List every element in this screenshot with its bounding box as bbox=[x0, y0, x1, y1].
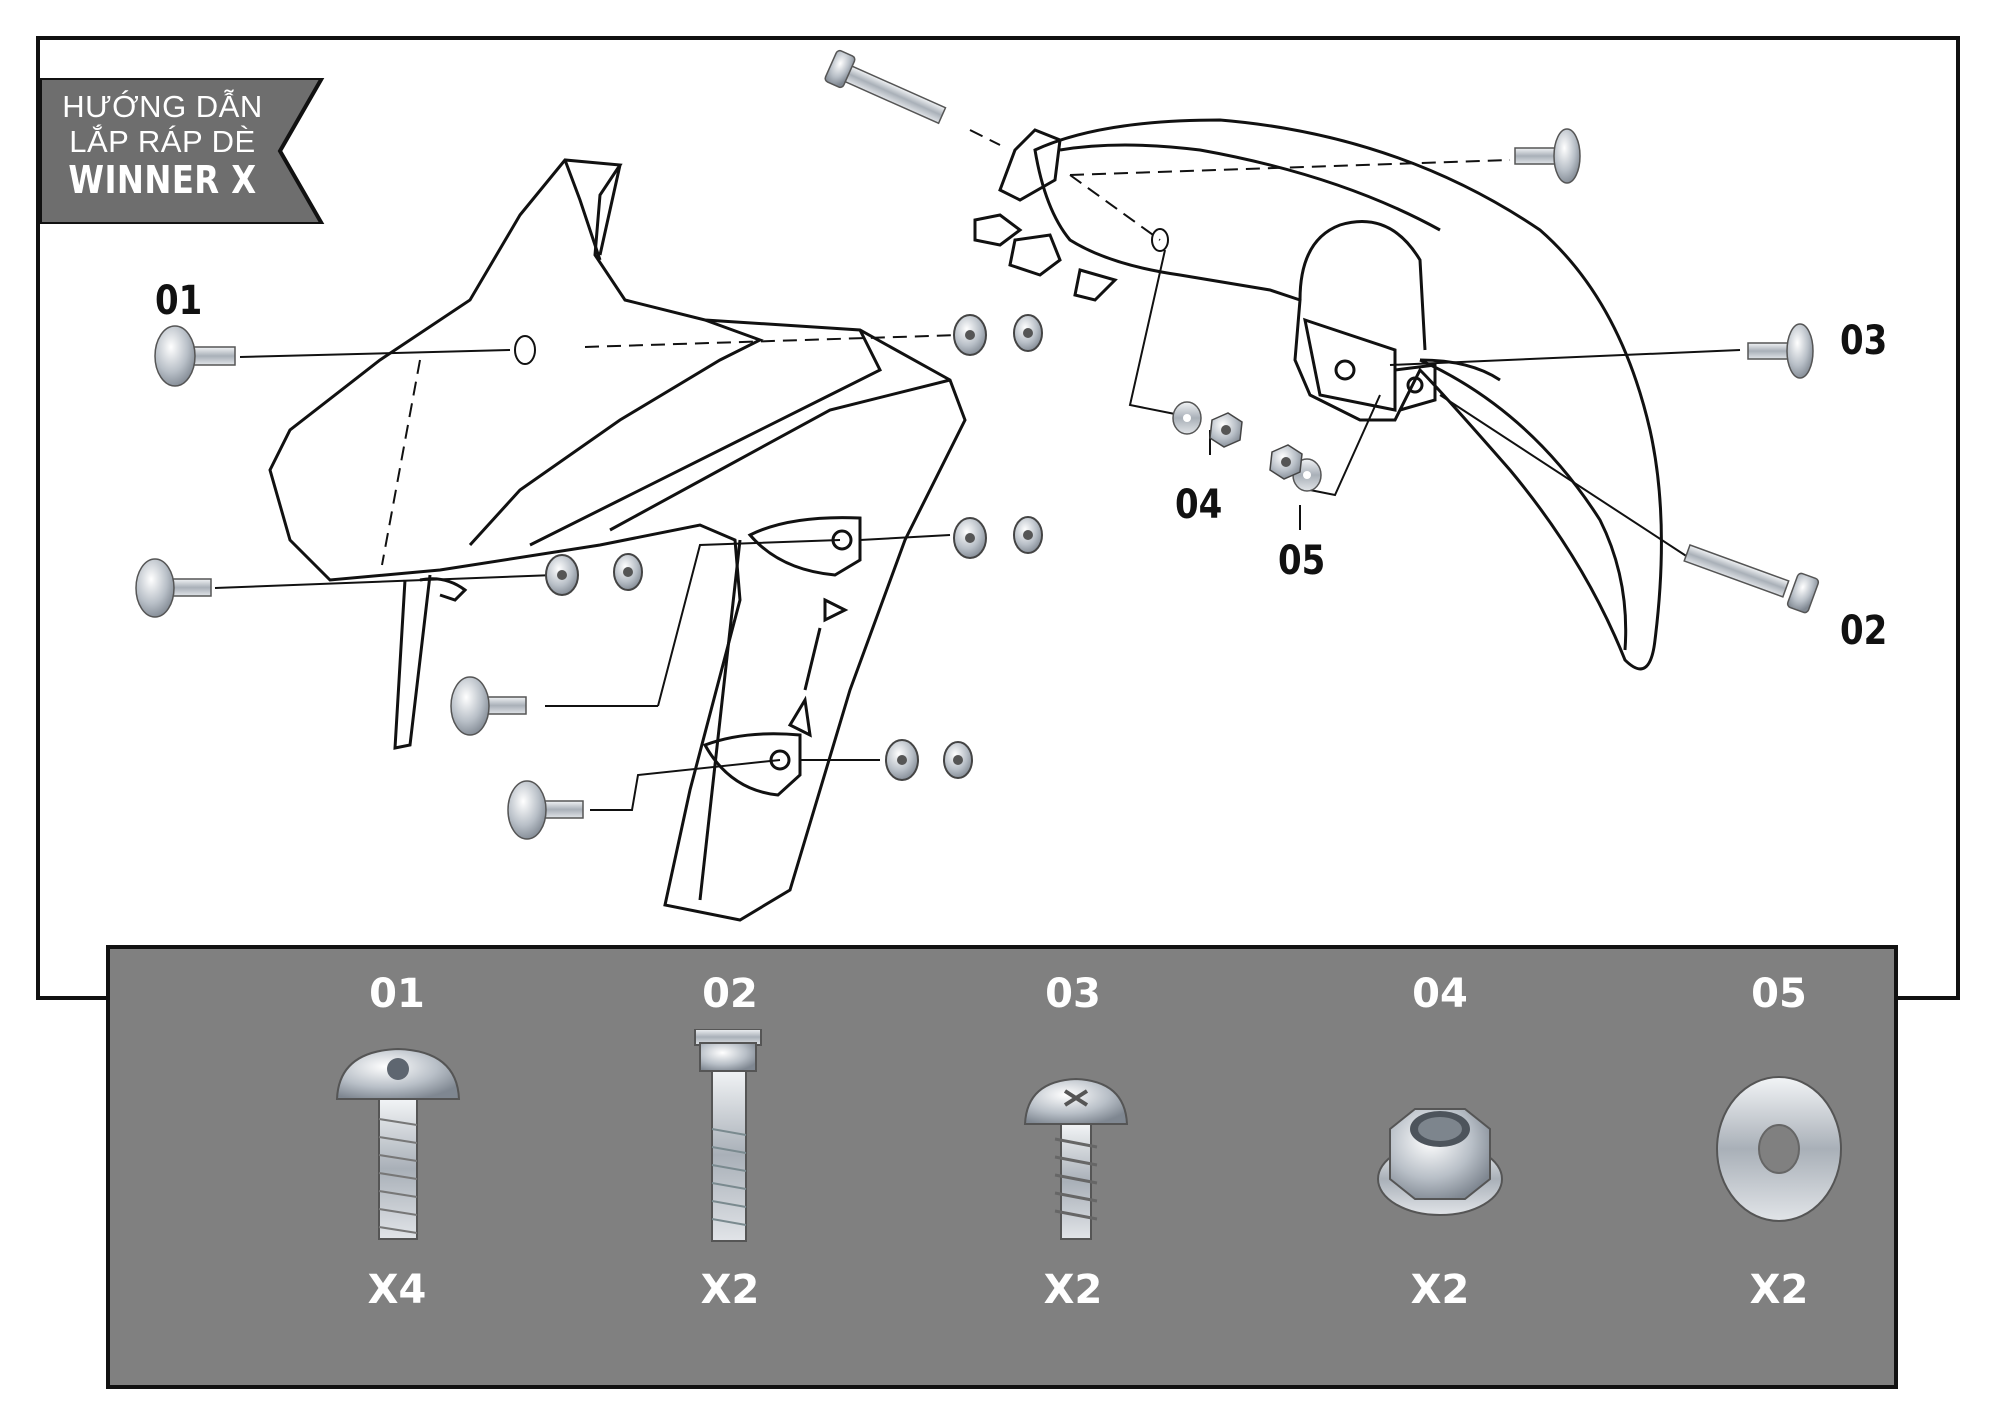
flange-bolt-icon bbox=[694, 1029, 762, 1242]
part-04: 04 X2 bbox=[1310, 949, 1570, 1389]
tapping-screw-icon bbox=[1747, 323, 1814, 379]
banner-shape bbox=[40, 78, 325, 224]
flange-nut-icon bbox=[1209, 412, 1303, 480]
part-number: 05 bbox=[1751, 971, 1807, 1017]
diagram-frame bbox=[36, 36, 1960, 1000]
button-head-bolt-icon bbox=[450, 676, 527, 736]
rear-fender-leader-lines bbox=[969, 129, 1741, 566]
flange-bolt-icon bbox=[1683, 544, 1820, 614]
tapping-screw-icon bbox=[1023, 1077, 1129, 1240]
flange-nut-icon bbox=[1377, 1108, 1503, 1216]
button-head-bolt-icon bbox=[507, 780, 584, 840]
part-quantity: X2 bbox=[1749, 1267, 1809, 1313]
flat-washer-icon bbox=[1716, 1076, 1842, 1222]
title-line-3: WINNER X bbox=[68, 158, 257, 203]
callout-03: 03 bbox=[1840, 318, 1888, 364]
callout-05: 05 bbox=[1278, 538, 1326, 584]
flat-washer-icon bbox=[1172, 401, 1322, 492]
callout-02: 02 bbox=[1840, 608, 1888, 654]
button-head-bolt-icon bbox=[135, 558, 212, 618]
guide-title: HƯỚNG DẪN LẮP RÁP DÈ WINNER X bbox=[40, 89, 285, 203]
part-01: 01 X4 bbox=[267, 949, 527, 1389]
part-quantity: X2 bbox=[1410, 1267, 1470, 1313]
part-03: 03 X2 bbox=[943, 949, 1203, 1389]
button-head-bolt-icon bbox=[154, 325, 236, 387]
flange-nut-icon bbox=[545, 314, 1043, 781]
title-banner: HƯỚNG DẪN LẮP RÁP DÈ WINNER X bbox=[40, 78, 330, 224]
part-number: 02 bbox=[702, 971, 758, 1017]
exploded-assembly-diagram bbox=[135, 49, 1820, 922]
part-number: 04 bbox=[1412, 971, 1468, 1017]
part-number: 01 bbox=[369, 971, 425, 1017]
part-05: 05 X2 bbox=[1649, 949, 1909, 1389]
part-quantity: X2 bbox=[700, 1267, 760, 1313]
tapping-screw-icon bbox=[1514, 128, 1581, 184]
title-line-2: LẮP RÁP DÈ bbox=[69, 123, 256, 159]
part-quantity: X2 bbox=[1043, 1267, 1103, 1313]
callout-04: 04 bbox=[1175, 482, 1223, 528]
flange-bolt-icon bbox=[824, 49, 947, 125]
part-quantity: X4 bbox=[367, 1267, 427, 1313]
part-02: 02 X2 bbox=[600, 949, 860, 1389]
button-head-bolt-icon bbox=[335, 1047, 461, 1240]
part-number: 03 bbox=[1045, 971, 1101, 1017]
title-line-1: HƯỚNG DẪN bbox=[62, 89, 263, 124]
callout-01: 01 bbox=[155, 278, 203, 324]
rear-side-fender-drawing bbox=[973, 118, 1663, 671]
front-fender-leader-lines bbox=[214, 334, 961, 811]
parts-list-panel: 01 X4 02 X2 03 bbox=[106, 945, 1898, 1389]
